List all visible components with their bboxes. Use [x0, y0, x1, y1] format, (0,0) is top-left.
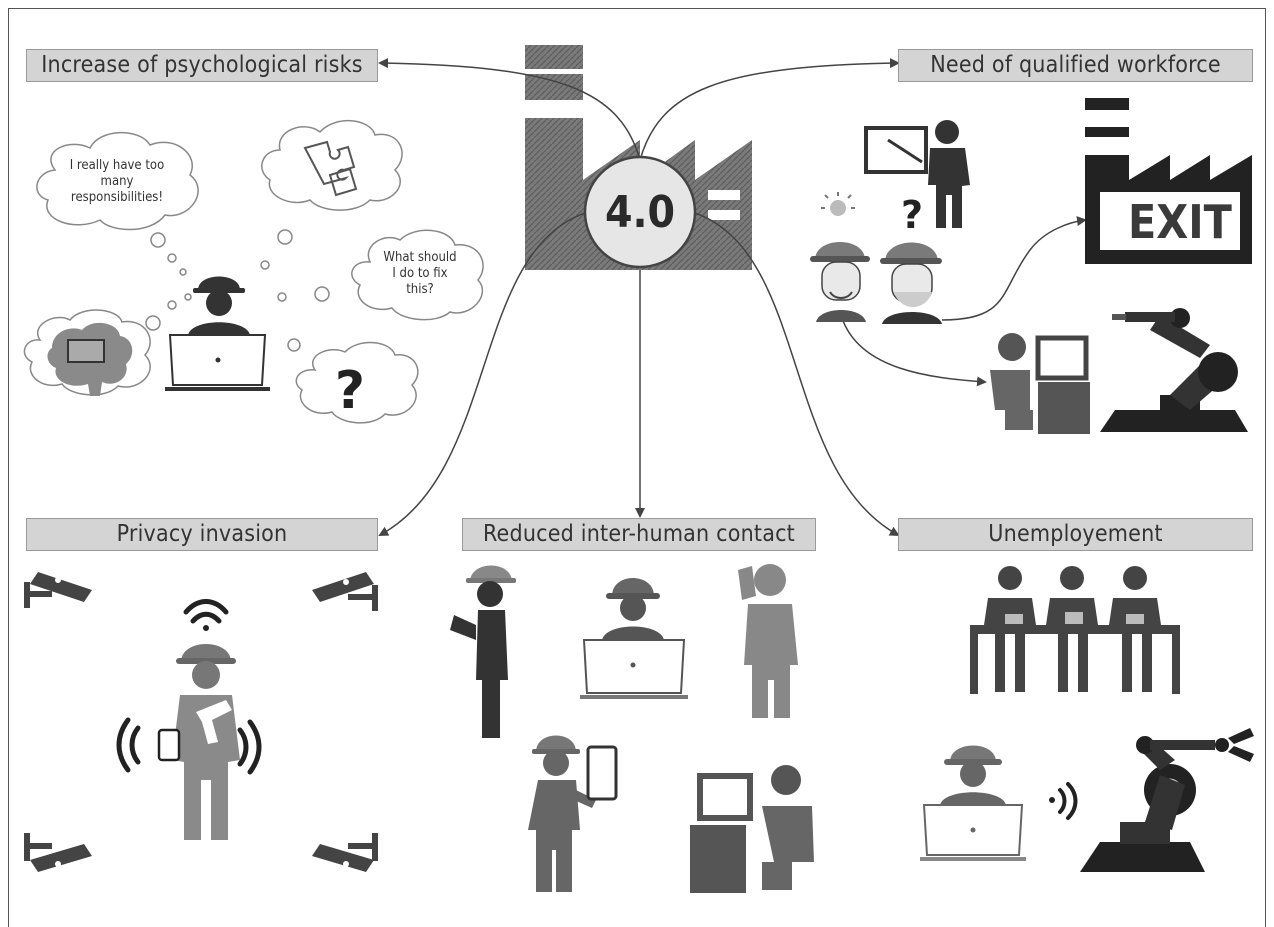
- lightbulb-icon: [821, 192, 855, 216]
- worker-laptop-icon: [580, 578, 688, 699]
- security-camera-icon: [24, 572, 92, 608]
- wifi-icon: [183, 599, 229, 631]
- brain-icon: [47, 322, 133, 396]
- worker-tablet-icon: [528, 735, 596, 892]
- section-title-unemployment: Unemployement: [898, 518, 1253, 551]
- security-camera-icon: [24, 833, 92, 872]
- operator-desk-icon: [690, 765, 814, 893]
- exit-factory-icon: [1085, 98, 1252, 264]
- phone-call-icon: [738, 564, 798, 718]
- svg-text:?: ?: [901, 193, 923, 237]
- signal-waves: [116, 717, 262, 775]
- exit-sign-text: EXIT: [1128, 195, 1232, 249]
- engineer-icon: [810, 242, 870, 322]
- section-title-workforce: Need of qualified workforce: [898, 49, 1253, 82]
- security-camera-icon: [312, 833, 378, 872]
- puzzle-icon: [303, 140, 358, 197]
- worker-laptop-icon: [920, 745, 1026, 861]
- operator-desk-icon: [990, 333, 1090, 434]
- hub-circle: [583, 155, 697, 269]
- hub-label: 4.0: [604, 187, 676, 238]
- svg-text:?: ?: [335, 361, 365, 421]
- assembly-workers-icon: [970, 566, 1180, 694]
- teacher-icon: [864, 120, 970, 228]
- robot-arm-icon: [1100, 308, 1248, 432]
- tablet-icon: [586, 745, 618, 801]
- robot-arm-icon: [1080, 728, 1254, 872]
- worker-icon: [172, 644, 240, 840]
- thought-text-fix: What should I do to fix this?: [383, 250, 457, 297]
- connectors: [378, 58, 1087, 536]
- question-mark-icon: ?: [335, 361, 365, 421]
- worker-laptop-icon: [165, 276, 270, 391]
- phone-icon: [157, 728, 181, 762]
- question-mark-icon: ?: [901, 193, 923, 237]
- security-camera-icon: [312, 572, 378, 611]
- section-title-privacy: Privacy invasion: [26, 518, 378, 551]
- figure-frame: [8, 8, 1266, 927]
- signal-waves: [1049, 782, 1078, 820]
- section-title-contact: Reduced inter-human contact: [462, 518, 816, 551]
- thought-text-responsibilities: I really have too many responsibilities!: [69, 158, 165, 205]
- section-title-psychological: Increase of psychological risks: [26, 49, 378, 82]
- worker-icon: [450, 565, 516, 738]
- engineer-icon: [880, 242, 942, 324]
